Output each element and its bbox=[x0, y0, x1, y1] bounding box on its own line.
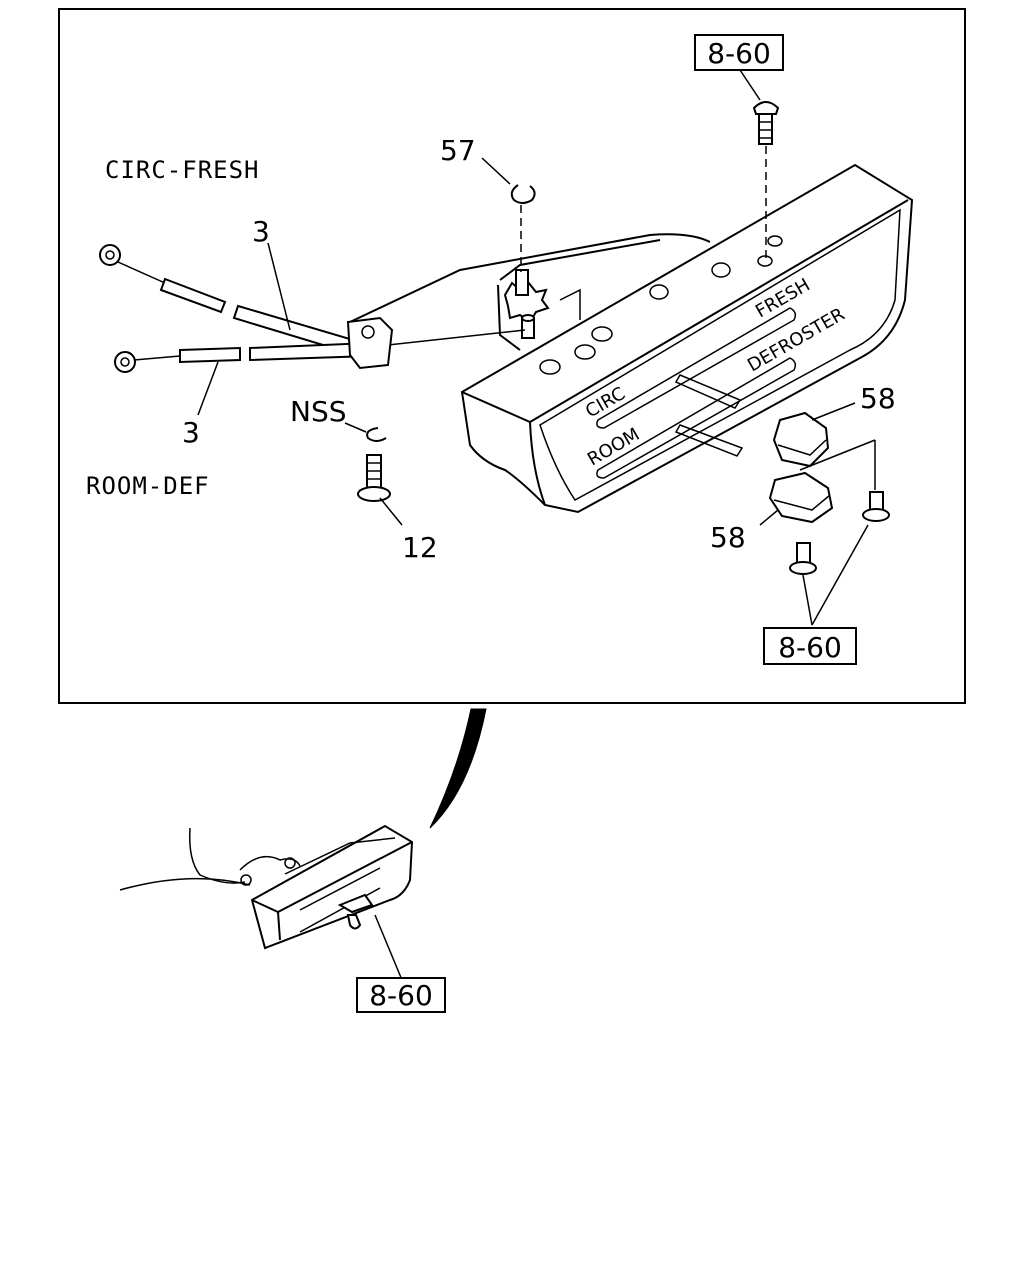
screw-top bbox=[752, 101, 780, 258]
label-circ-fresh: CIRC-FRESH bbox=[105, 156, 260, 184]
overview-leader bbox=[374, 914, 403, 981]
cable-clamp bbox=[346, 316, 394, 370]
part-number-nss: NSS bbox=[290, 395, 347, 428]
ref-bottom-right-text: 8-60 bbox=[778, 631, 842, 664]
part-number-57: 57 bbox=[440, 134, 476, 167]
knob-58-lower bbox=[768, 471, 834, 524]
label-room-def: ROOM-DEF bbox=[86, 472, 210, 500]
ref-top-text: 8-60 bbox=[707, 37, 771, 70]
cable-room-def bbox=[114, 341, 371, 373]
cable-circ-fresh bbox=[99, 244, 526, 357]
screw-left bbox=[789, 542, 817, 575]
part-number-58-upper: 58 bbox=[860, 382, 896, 415]
detail-frame bbox=[58, 8, 966, 704]
ref-box-overview[interactable]: 8-60 bbox=[356, 977, 446, 1013]
overview-control-unit bbox=[119, 824, 414, 950]
mounting-bracket bbox=[349, 233, 711, 351]
part-number-58-lower: 58 bbox=[710, 521, 746, 554]
ref-overview-text: 8-60 bbox=[369, 979, 433, 1012]
part-number-3-upper: 3 bbox=[252, 215, 270, 248]
clip-57 bbox=[510, 184, 536, 272]
pin bbox=[521, 314, 535, 339]
ref-box-top[interactable]: 8-60 bbox=[694, 34, 784, 71]
screw-12 bbox=[357, 454, 391, 502]
knob-58-upper bbox=[772, 411, 830, 468]
part-number-3-lower: 3 bbox=[182, 416, 200, 449]
part-number-12: 12 bbox=[402, 531, 438, 564]
clip-nss bbox=[366, 427, 387, 442]
control-panel-housing bbox=[460, 163, 914, 514]
screw-right bbox=[862, 491, 890, 522]
callout-pointer bbox=[429, 708, 487, 829]
leader-lines bbox=[197, 69, 876, 626]
ref-box-bottom-right[interactable]: 8-60 bbox=[763, 627, 857, 665]
star-washer bbox=[503, 269, 550, 324]
